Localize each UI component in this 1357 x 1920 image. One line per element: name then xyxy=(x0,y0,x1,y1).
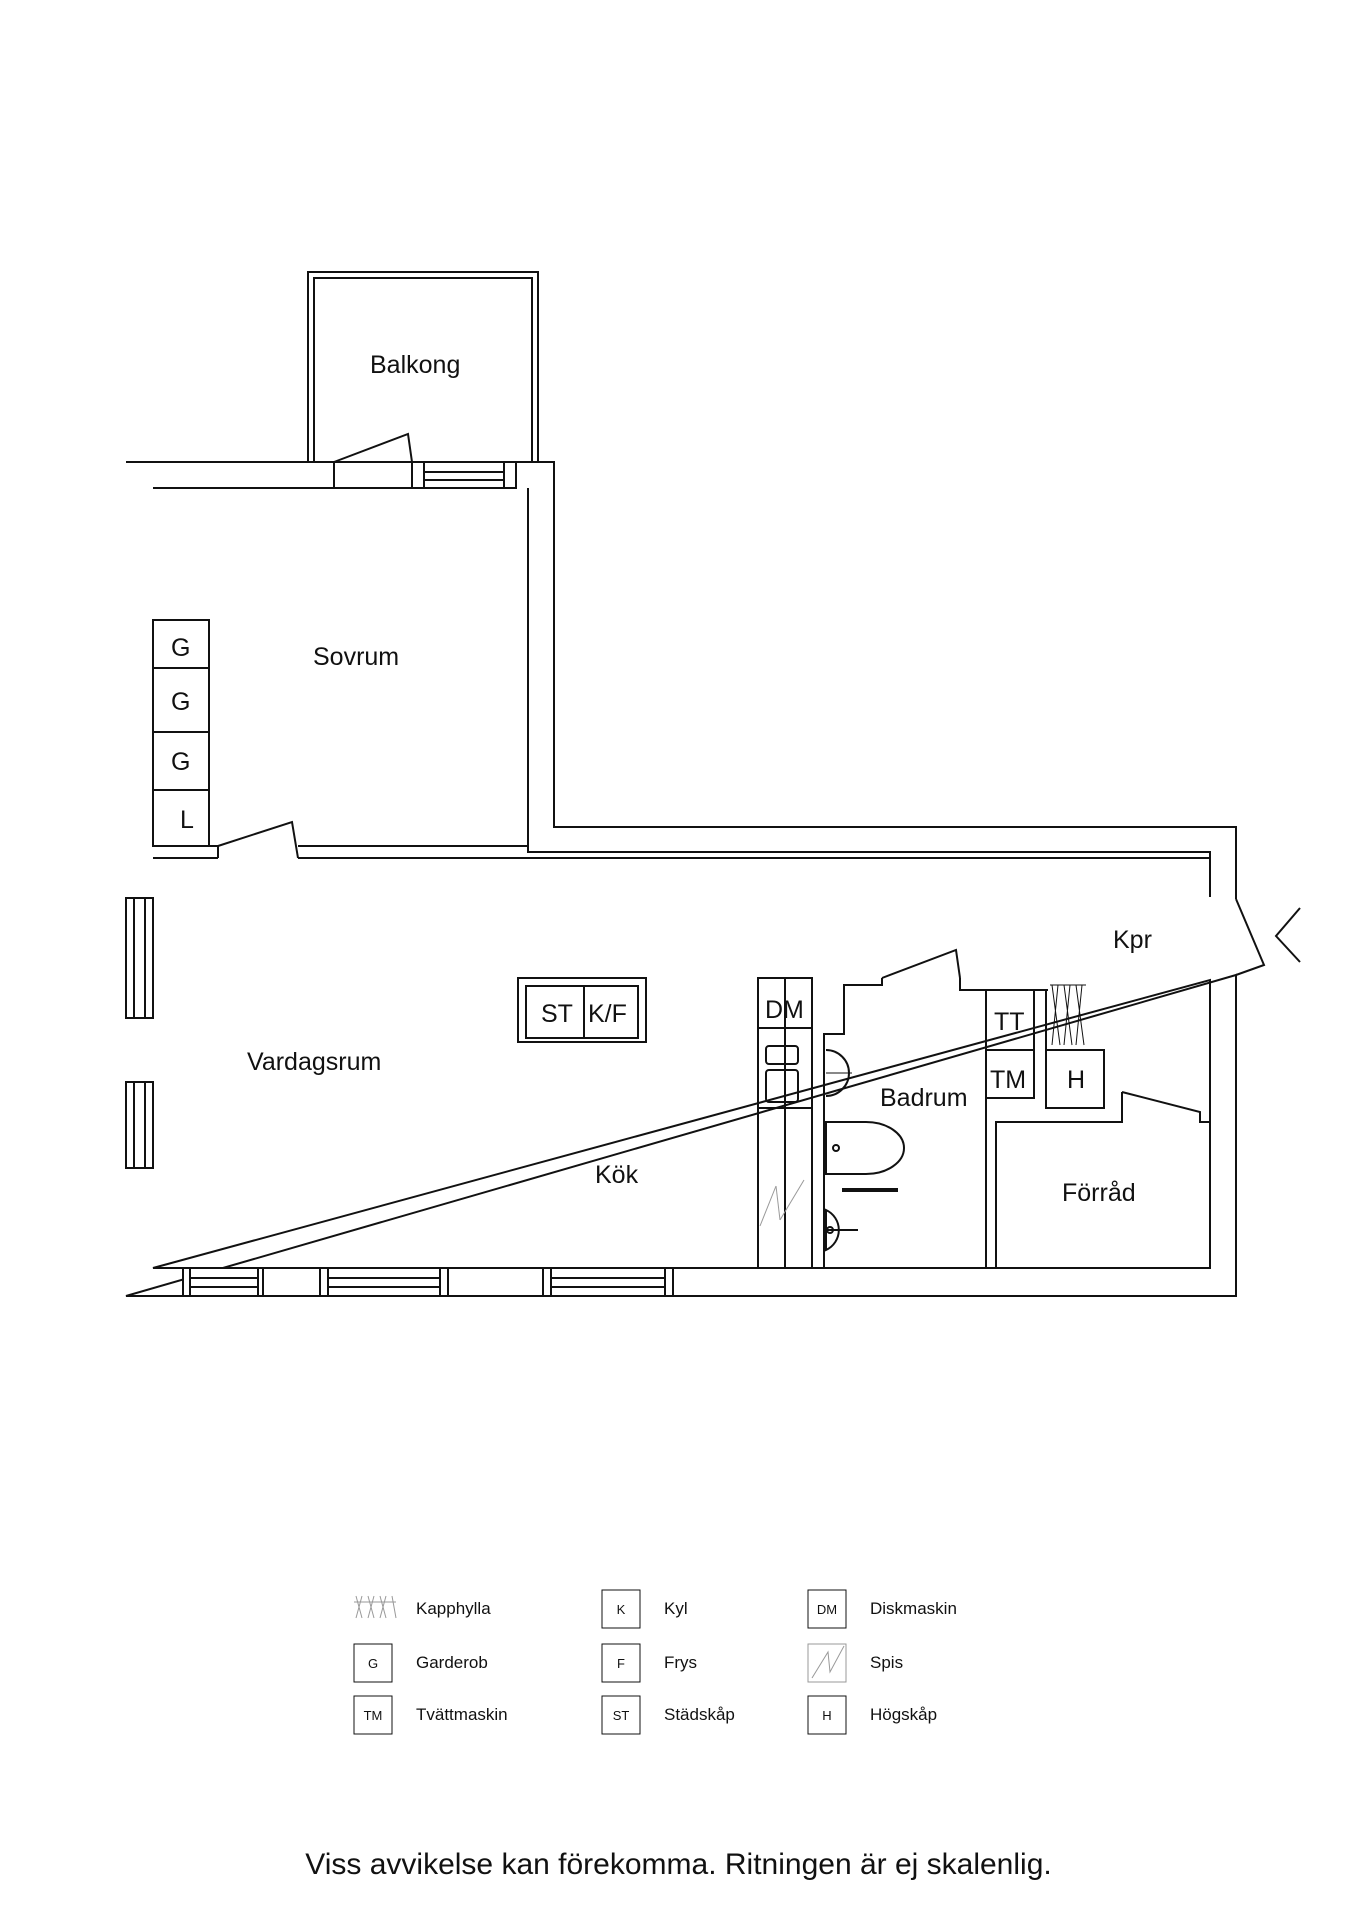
room-kok: Kök xyxy=(595,1161,639,1189)
legend-item-stadskap: ST Städskåp xyxy=(601,1695,735,1735)
bottom-windows xyxy=(182,1267,674,1297)
legend-code: G xyxy=(368,1656,378,1671)
legend-label: Tvättmaskin xyxy=(416,1705,508,1724)
legend-code: F xyxy=(617,1656,625,1671)
legend-item-spis: Spis xyxy=(807,1643,903,1683)
label-garderob-3: G xyxy=(171,748,190,776)
room-badrum: Badrum xyxy=(880,1084,968,1112)
label-tvattmaskin: TM xyxy=(990,1066,1026,1094)
kitchen-cabinet xyxy=(517,977,647,1043)
room-sovrum: Sovrum xyxy=(313,643,399,671)
label-garderob-2: G xyxy=(171,688,190,716)
room-vardagsrum: Vardagsrum xyxy=(247,1048,381,1076)
coat-rack xyxy=(1050,984,1086,1046)
stove-icon xyxy=(807,1643,847,1683)
legend-label: Kyl xyxy=(664,1599,688,1618)
exterior-wall xyxy=(125,461,1237,1297)
bathroom-fixtures xyxy=(825,1049,905,1252)
legend-item-frys: F Frys xyxy=(601,1643,697,1683)
bedroom-wall xyxy=(153,488,1210,859)
bathroom-walls xyxy=(811,948,1210,1268)
room-kpr: Kpr xyxy=(1113,926,1152,954)
legend-code: TM xyxy=(364,1708,383,1723)
stove-icon xyxy=(759,1179,805,1227)
entrance-door xyxy=(1235,898,1301,976)
legend-item-kyl: K Kyl xyxy=(601,1589,688,1629)
legend-item-kapphylla: Kapphylla xyxy=(354,1595,491,1619)
coat-rack-icon xyxy=(354,1595,397,1619)
label-stadskap: ST xyxy=(541,1000,573,1028)
legend-item-diskmaskin: DM Diskmaskin xyxy=(807,1589,957,1629)
legend-label: Städskåp xyxy=(664,1705,735,1724)
legend-code: H xyxy=(822,1708,831,1723)
legend-item-tvattmaskin: TM Tvättmaskin xyxy=(353,1695,508,1735)
legend: Kapphylla G Garderob TM Tvättmaskin K Ky… xyxy=(353,1589,957,1735)
legend-label: Garderob xyxy=(416,1653,488,1672)
balcony-door xyxy=(333,432,517,489)
label-hogskap: H xyxy=(1067,1066,1085,1094)
label-diskmaskin: DM xyxy=(765,996,804,1024)
label-garderob-1: G xyxy=(171,634,190,662)
legend-label: Diskmaskin xyxy=(870,1599,957,1618)
label-torktumlare: TT xyxy=(994,1008,1025,1036)
legend-label: Kapphylla xyxy=(416,1599,491,1618)
legend-code: DM xyxy=(817,1602,837,1617)
label-l: L xyxy=(180,806,194,834)
legend-item-garderob: G Garderob xyxy=(353,1643,488,1683)
disclaimer-text: Viss avvikelse kan förekomma. Ritningen … xyxy=(305,1848,1052,1881)
legend-code: ST xyxy=(613,1708,630,1723)
label-kyl-frys: K/F xyxy=(588,1000,627,1028)
laundry-cabinet xyxy=(985,989,1105,1109)
legend-label: Högskåp xyxy=(870,1705,937,1724)
legend-code: K xyxy=(617,1602,626,1617)
legend-label: Frys xyxy=(664,1653,697,1672)
room-forrad: Förråd xyxy=(1062,1179,1136,1207)
wardrobe-column xyxy=(152,619,210,847)
legend-label: Spis xyxy=(870,1653,903,1672)
room-balkong: Balkong xyxy=(370,351,460,379)
legend-item-hogskap: H Högskåp xyxy=(807,1695,937,1735)
